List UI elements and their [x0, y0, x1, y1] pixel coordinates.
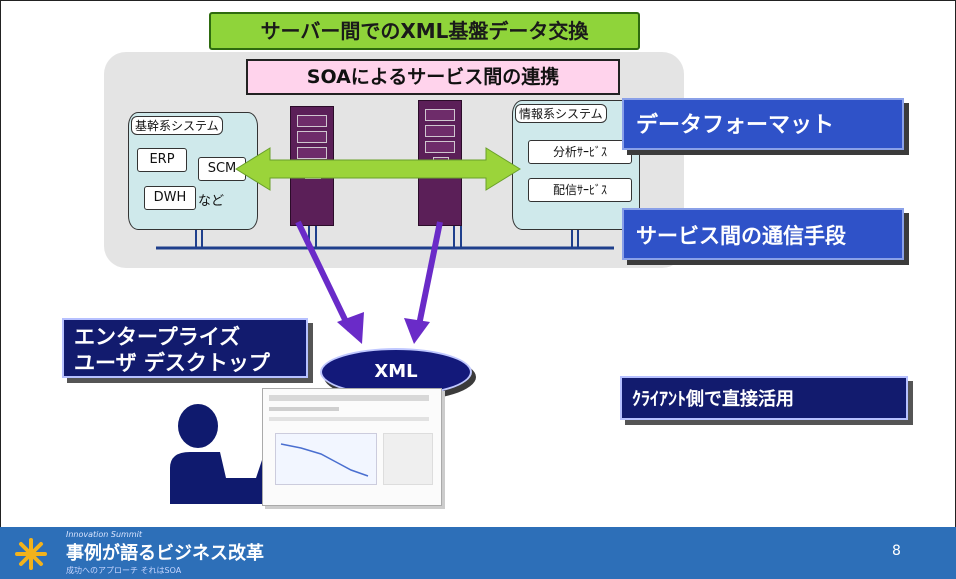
communication-callout: サービス間の通信手段 — [622, 208, 904, 260]
server-slot — [425, 141, 455, 153]
footer-bar: Innovation Summit 事例が語るビジネス改革 成功へのアプローチ … — [0, 527, 956, 579]
delivery-service-box: 配信ｻｰﾋﾞｽ — [528, 178, 632, 202]
user-head — [178, 404, 218, 448]
exchange-arrow — [235, 147, 521, 191]
left-server-arrow — [295, 220, 353, 332]
server-slot — [297, 147, 327, 159]
thumb-chart — [275, 433, 377, 485]
client-use-callout: ｸﾗｲｱﾝﾄ側で直接活用 — [620, 376, 908, 420]
footer-subtitle-small: Innovation Summit — [66, 530, 142, 539]
etc-label: など — [198, 194, 225, 209]
page-number: 8 — [892, 543, 901, 559]
analysis-service-box: 分析ｻｰﾋﾞｽ — [528, 140, 632, 164]
arrows — [235, 147, 521, 344]
thumb-line — [269, 417, 429, 421]
user-body — [170, 442, 278, 504]
slide-title: サーバー間でのXML基盤データ交換 — [209, 12, 640, 50]
data-format-callout: データフォーマット — [622, 98, 904, 150]
right-server-arrow — [415, 221, 443, 331]
server-slot — [425, 109, 455, 121]
enterprise-label-line2: ユーザ デスクトップ — [74, 351, 270, 375]
server-slot — [297, 115, 327, 127]
info-system-label: 情報系システム — [515, 104, 607, 123]
footer-brand: 事例が語るビジネス改革 — [66, 543, 264, 564]
user-icon — [170, 404, 278, 504]
server-slot — [425, 125, 455, 137]
erp-box: ERP — [137, 148, 187, 172]
thumb-line — [269, 407, 339, 411]
footer-tagline: 成功へのアプローチ それはSOA — [66, 566, 182, 575]
thumb-bar — [269, 395, 429, 401]
right-arrow-head — [404, 318, 430, 344]
dwh-box: DWH — [144, 186, 196, 210]
thumb-panel — [383, 433, 433, 485]
left-arrow-head — [337, 312, 364, 344]
desktop-screenshot-thumbnail — [262, 388, 442, 506]
core-system-label: 基幹系システム — [131, 116, 223, 135]
soa-label: SOAによるサービス間の連携 — [246, 59, 620, 95]
asterisk-logo-icon — [15, 538, 47, 570]
enterprise-desktop-label: エンタープライズ ユーザ デスクトップ — [62, 318, 308, 378]
server-slot — [297, 131, 327, 143]
thumb-chart-line — [280, 443, 369, 477]
enterprise-label-line1: エンタープライズ — [74, 325, 241, 349]
